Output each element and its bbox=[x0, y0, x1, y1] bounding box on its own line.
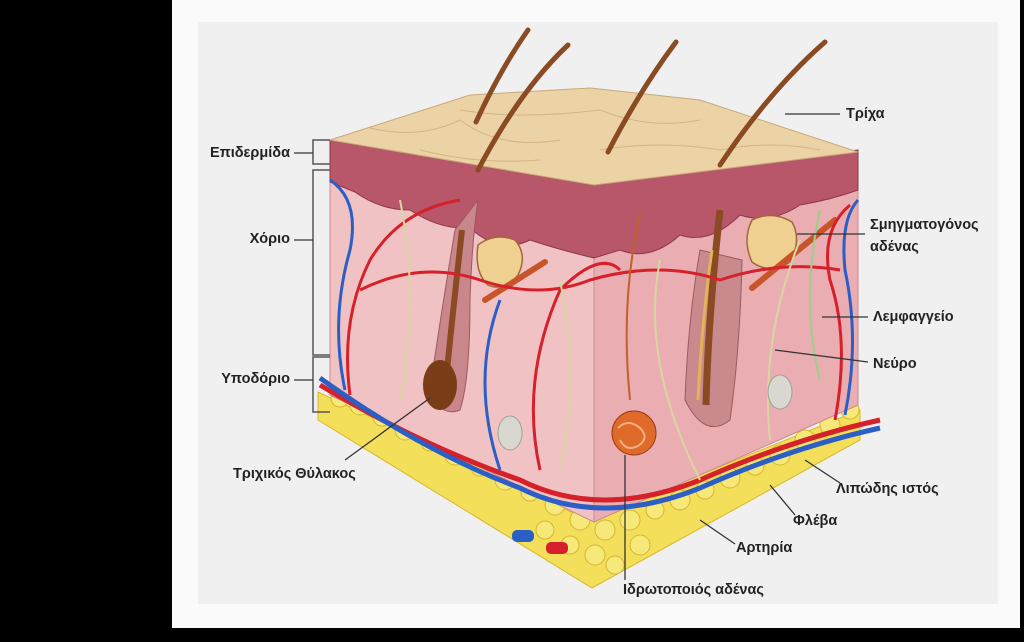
hair-shafts bbox=[473, 27, 828, 173]
label-nerve: Νεύρο bbox=[873, 356, 917, 372]
label-sebaceous-line1: Σμηγματογόνος bbox=[870, 217, 979, 233]
surface-texture bbox=[369, 109, 821, 162]
epidermis-band bbox=[329, 139, 859, 259]
corpuscles bbox=[497, 374, 793, 451]
label-dermis: Χόριο bbox=[249, 231, 290, 247]
label-adipose: Λιπώδης ιστός bbox=[836, 481, 939, 497]
label-lymph: Λεμφαγγείο bbox=[873, 309, 954, 325]
arrector-muscles bbox=[482, 217, 838, 303]
label-hair: Τρίχα bbox=[846, 106, 885, 122]
skin-surface bbox=[329, 87, 859, 186]
hair-follicle-left bbox=[423, 199, 479, 413]
hair-follicle-right bbox=[684, 209, 743, 428]
label-hair-follicle: Τριχικός Θύλακος bbox=[233, 466, 356, 482]
leader-lines bbox=[294, 113, 869, 580]
vessel-ends bbox=[512, 530, 568, 554]
label-sebaceous-line2: αδένας bbox=[870, 239, 919, 255]
blood-vessels bbox=[318, 178, 881, 511]
layer-brackets bbox=[312, 139, 330, 413]
label-vein: Φλέβα bbox=[793, 513, 838, 529]
label-epidermis: Επιδερμίδα bbox=[209, 145, 290, 161]
label-sweat-gland: Ιδρωτοποιός αδένας bbox=[623, 582, 764, 598]
lymph-vessel bbox=[809, 209, 821, 381]
sebaceous-glands bbox=[476, 214, 798, 288]
label-artery: Αρτηρία bbox=[736, 540, 793, 556]
label-hypodermis: Υποδόριο bbox=[221, 371, 290, 387]
nerves bbox=[399, 199, 801, 481]
sweat-gland bbox=[611, 214, 657, 456]
